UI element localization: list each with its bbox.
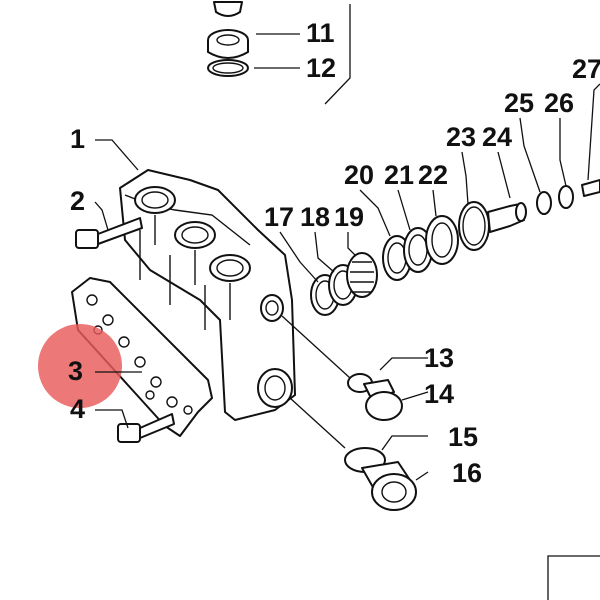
part-10-seal	[213, 1, 243, 17]
callout-23[interactable]: 23	[446, 122, 476, 152]
part-22-ring	[425, 215, 459, 265]
callout-3[interactable]: 3	[68, 356, 83, 386]
callout-24[interactable]: 24	[482, 122, 512, 152]
callout-16[interactable]: 16	[452, 458, 482, 488]
callout-12[interactable]: 12	[306, 53, 336, 83]
part-2-bolt	[75, 217, 143, 249]
part-25-washer	[536, 191, 552, 215]
part-16-plug	[361, 461, 417, 511]
part-14-plug	[363, 379, 403, 421]
callout-13[interactable]: 13	[424, 343, 454, 373]
part-12-o-ring	[207, 59, 249, 77]
part-19-spring-seat	[346, 252, 378, 298]
callout-19[interactable]: 19	[334, 202, 364, 232]
callout-17[interactable]: 17	[264, 202, 294, 232]
callout-27[interactable]: 27	[572, 54, 600, 84]
callout-15[interactable]: 15	[448, 422, 478, 452]
callout-2[interactable]: 2	[70, 186, 85, 216]
part-27-screw	[581, 179, 600, 197]
callout-4[interactable]: 4	[70, 394, 85, 424]
part-24-plug	[487, 202, 527, 233]
callout-11[interactable]: 11	[306, 18, 335, 48]
callout-18[interactable]: 18	[300, 202, 330, 232]
part-1-manifold-body	[119, 169, 296, 421]
part-11-valve-seat	[207, 29, 249, 59]
corner-frame	[547, 555, 600, 600]
callout-20[interactable]: 20	[344, 160, 374, 190]
part-23-o-ring	[458, 201, 490, 251]
callout-1[interactable]: 1	[70, 124, 85, 154]
callout-25[interactable]: 25	[504, 88, 534, 118]
callout-3-highlight[interactable]	[38, 324, 122, 408]
callout-14[interactable]: 14	[424, 379, 454, 409]
part-4-bolt	[117, 413, 175, 443]
callout-26[interactable]: 26	[544, 88, 574, 118]
callout-21[interactable]: 21	[384, 160, 414, 190]
part-3-gasket-plate	[71, 277, 213, 437]
callout-22[interactable]: 22	[418, 160, 448, 190]
part-26-washer	[558, 185, 574, 209]
